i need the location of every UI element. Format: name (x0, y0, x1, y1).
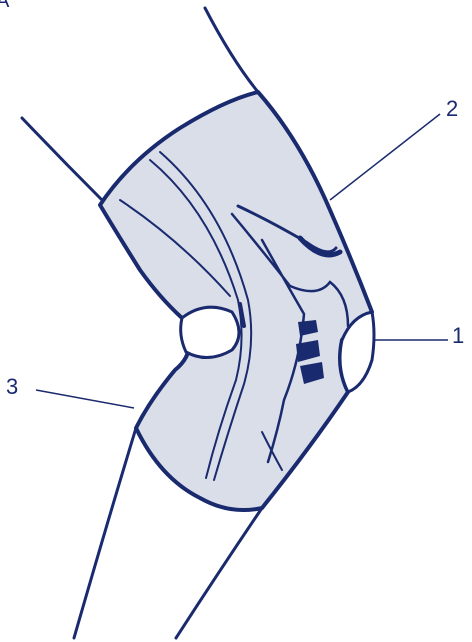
callout-label-2: 2 (446, 98, 458, 120)
thigh-front-line (205, 8, 258, 92)
thigh-back-line (22, 118, 102, 200)
leader-line-2 (330, 114, 440, 200)
leader-line-3 (36, 390, 134, 408)
popliteal-cutout (181, 307, 239, 357)
brace-sleeve (100, 92, 372, 510)
callout-label-1: 1 (452, 325, 464, 347)
shin-back-line (74, 428, 136, 638)
corner-mark-label: A (0, 0, 9, 12)
shin-front-line (176, 508, 262, 638)
callout-label-3: 3 (6, 376, 18, 398)
